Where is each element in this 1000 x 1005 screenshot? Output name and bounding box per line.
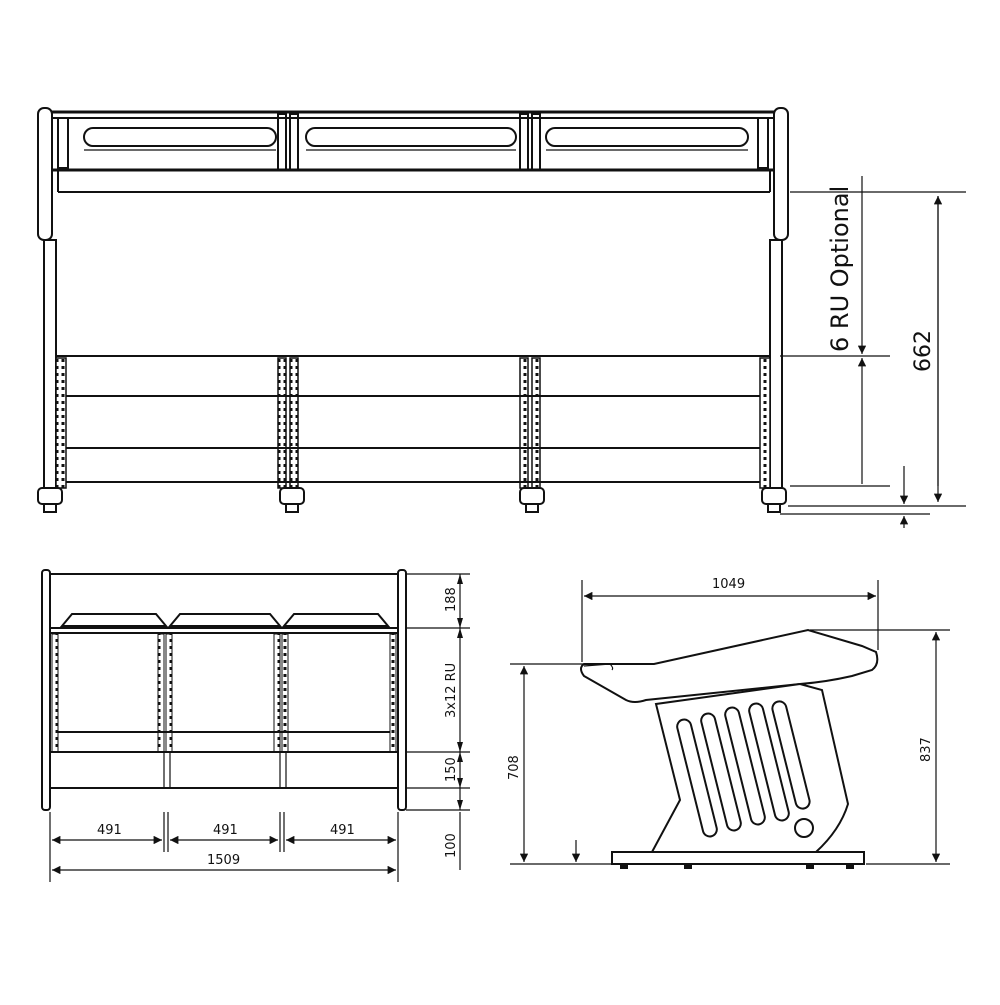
front-left-upper-post xyxy=(37,107,53,241)
side-desk-top xyxy=(580,628,879,703)
front-rack-rail-2a xyxy=(277,357,287,489)
front-right-upper-post xyxy=(773,107,789,241)
label-bay-2: 491 xyxy=(213,823,238,838)
label-1049: 1049 xyxy=(712,577,745,592)
plan-bridge-1 xyxy=(59,613,169,627)
front-right-leg xyxy=(769,239,783,489)
label-708: 708 xyxy=(507,755,522,780)
front-foot-2 xyxy=(279,487,305,505)
side-vent-1 xyxy=(676,718,718,838)
label-3x12ru: 3x12 RU xyxy=(444,663,459,718)
label-100: 100 xyxy=(444,833,459,858)
label-662: 662 xyxy=(911,330,936,372)
plan-view: 188 3x12 RU 150 100 491 491 491 1509 xyxy=(41,569,470,882)
front-rack-rail-2b xyxy=(289,357,299,489)
front-rack-rail-left xyxy=(55,357,67,489)
plan-right-end xyxy=(397,569,407,811)
label-bay-3: 491 xyxy=(330,823,355,838)
label-150: 150 xyxy=(444,757,459,782)
label-837: 837 xyxy=(919,737,934,762)
label-bay-1: 491 xyxy=(97,823,122,838)
label-1509: 1509 xyxy=(207,853,240,868)
plan-bridge-2 xyxy=(167,613,283,627)
side-vent-3 xyxy=(724,706,766,826)
front-rack-rail-right xyxy=(759,357,771,489)
plan-rail-2 xyxy=(273,633,281,753)
front-bridge-slot-3 xyxy=(545,127,749,147)
front-left-leg xyxy=(43,239,57,489)
side-view: 1049 708 837 xyxy=(507,577,950,869)
side-vent-5 xyxy=(771,700,811,810)
plan-rail-1 xyxy=(157,633,165,753)
front-foot-4 xyxy=(761,487,787,505)
front-bridge-divider-1 xyxy=(277,113,287,171)
plan-left-end xyxy=(41,569,51,811)
front-view: 6 RU Optional 662 xyxy=(37,107,966,528)
front-bridge-divider-2 xyxy=(519,113,529,171)
front-bridge-slot-1 xyxy=(83,127,277,147)
front-foot-3 xyxy=(519,487,545,505)
side-vent-4 xyxy=(748,702,790,822)
side-cable-hole xyxy=(794,818,814,838)
front-rack-rail-3a xyxy=(519,357,529,489)
front-rack-rail-3b xyxy=(531,357,541,489)
side-vent-2 xyxy=(700,712,742,832)
label-6ru-optional: 6 RU Optional xyxy=(826,186,854,352)
label-188: 188 xyxy=(444,587,459,612)
front-bridge-slot-2 xyxy=(305,127,517,147)
side-base-plate xyxy=(611,851,865,865)
front-foot-1 xyxy=(37,487,63,505)
plan-bridge-3 xyxy=(281,613,391,627)
